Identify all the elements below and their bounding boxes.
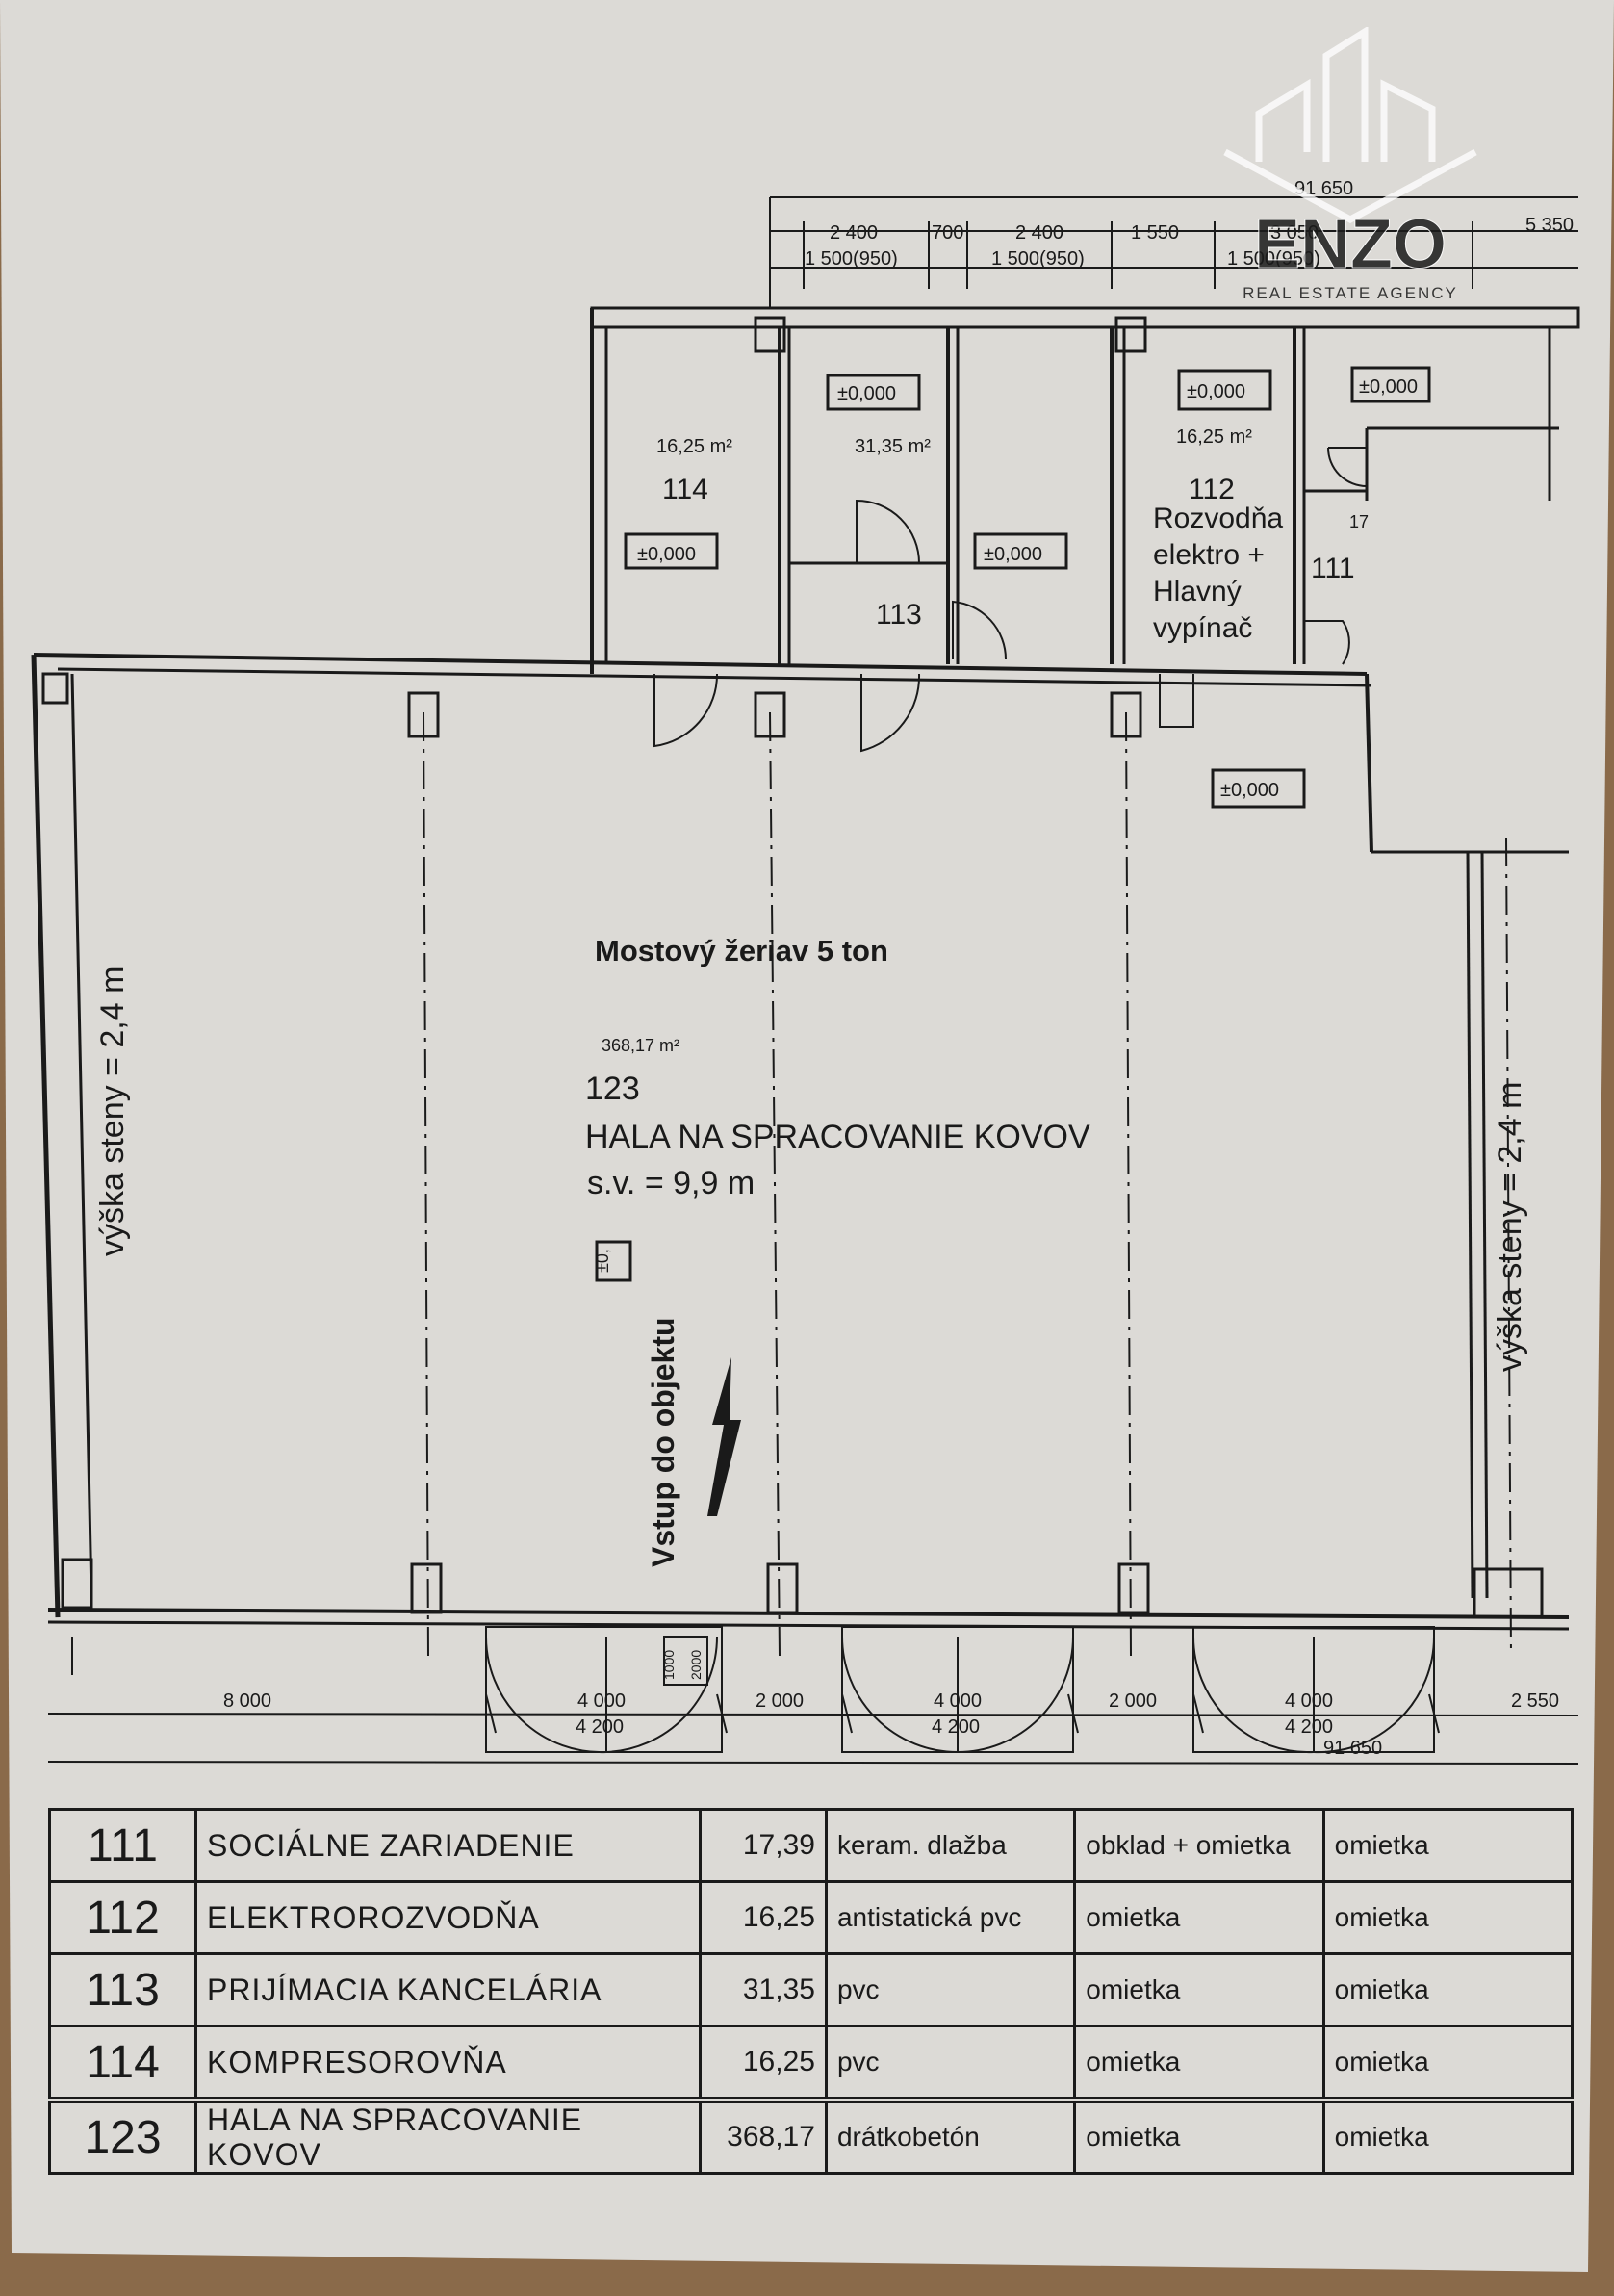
dim-top-3: 700 [932, 222, 963, 244]
row-floor: pvc [824, 2025, 1077, 2102]
row-name: ELEKTROROZVODŇA [194, 1880, 703, 1955]
room-113-level: ±0,000 [837, 383, 896, 404]
row-number: 114 [47, 2025, 198, 2102]
room-111-level: ±0,000 [1359, 376, 1418, 398]
table-row: 113 PRIJÍMACIA KANCELÁRIA 31,35 pvc omie… [47, 1952, 1575, 2027]
hall-level: ±0,000 [1220, 780, 1279, 801]
dim-bottom-7: 2 000 [1109, 1690, 1157, 1712]
row-wall: omietka [1073, 1952, 1325, 2027]
room-112-number: 112 [1189, 474, 1235, 505]
row-number: 113 [47, 1952, 198, 2027]
dim-top-4: 2 400 [1015, 222, 1063, 244]
table-row: 111 SOCIÁLNE ZARIADENIE 17,39 keram. dla… [47, 1808, 1575, 1883]
row-ceiling: omietka [1321, 1880, 1575, 1955]
row-ceiling: omietka [1321, 2097, 1575, 2175]
row-floor: pvc [824, 1952, 1077, 2027]
room-111-number: 111 [1311, 553, 1355, 584]
row-ceiling: omietka [1321, 1952, 1575, 2027]
dim-door-2: 2000 [688, 1650, 704, 1680]
row-wall: omietka [1073, 2097, 1325, 2175]
room-113-area: 31,35 m² [855, 436, 931, 457]
logo-name: ENZO [1254, 206, 1447, 283]
dim-bottom-5: 4 000 [934, 1690, 982, 1712]
enzo-logo: ENZO REAL ESTATE AGENCY [1223, 27, 1477, 302]
dim-top-1: 2 400 [830, 222, 878, 244]
logo-tagline: REAL ESTATE AGENCY [1243, 284, 1458, 302]
row-number: 112 [47, 1880, 198, 1955]
room-112-desc-1: Rozvodňa [1153, 503, 1283, 534]
row-area: 31,35 [699, 1952, 828, 2027]
hall-level-partial: ±0, [593, 1249, 612, 1273]
room-114-area: 16,25 m² [656, 436, 732, 457]
room-114-number: 114 [662, 474, 708, 505]
row-floor: keram. dlažba [824, 1808, 1077, 1883]
row-area: 368,17 [699, 2097, 828, 2175]
room-112-desc-2: elektro + [1153, 539, 1265, 571]
table-row: 114 KOMPRESOROVŇA 16,25 pvc omietka omie… [47, 2025, 1575, 2102]
room-111-tag: 17 [1349, 512, 1369, 531]
dim-bottom-4: 2 000 [756, 1690, 804, 1712]
room-113-number: 113 [876, 599, 922, 631]
row-number: 123 [47, 2097, 198, 2175]
dim-bottom-8: 4 000 [1285, 1690, 1333, 1712]
row-area: 16,25 [699, 1880, 828, 1955]
dim-bottom-9: 4 200 [1285, 1716, 1333, 1738]
row-name: KOMPRESOROVŇA [194, 2025, 703, 2102]
dim-top-7: 3 050 [1270, 222, 1319, 244]
row-area: 16,25 [699, 2025, 828, 2102]
dim-top-9: 5 350 [1525, 215, 1574, 236]
dim-total-bottom: 91 650 [1323, 1738, 1382, 1759]
row-wall: omietka [1073, 1880, 1325, 1955]
row-name: SOCIÁLNE ZARIADENIE [194, 1808, 703, 1883]
room-112-level: ±0,000 [1187, 381, 1245, 402]
dim-bottom-3: 4 200 [576, 1716, 624, 1738]
row-number: 111 [47, 1808, 198, 1883]
row-name: HALA NA SPRACOVANIE KOVOV [194, 2097, 703, 2175]
row-floor: drátkobetón [824, 2097, 1077, 2175]
room-112-desc-3: Hlavný [1153, 576, 1242, 607]
entrance-arrow-icon [707, 1357, 741, 1516]
table-row: 123 HALA NA SPRACOVANIE KOVOV 368,17 drá… [47, 2097, 1575, 2175]
dim-bottom-1: 8 000 [223, 1690, 271, 1712]
table-row: 112 ELEKTROROZVODŇA 16,25 antistatická p… [47, 1880, 1575, 1955]
row-wall: omietka [1073, 2025, 1325, 2102]
dim-top-8: 1 500(950) [1227, 248, 1320, 270]
hall-number: 123 [585, 1071, 640, 1107]
hall-name: HALA NA SPRACOVANIE KOVOV [585, 1119, 1090, 1155]
room-112-desc-4: vypínač [1153, 612, 1252, 644]
dim-top-2: 1 500(950) [805, 248, 898, 270]
dim-bottom-2: 4 000 [577, 1690, 626, 1712]
row-floor: antistatická pvc [824, 1880, 1077, 1955]
row-name: PRIJÍMACIA KANCELÁRIA [194, 1952, 703, 2027]
row-ceiling: omietka [1321, 2025, 1575, 2102]
entrance-label: Vstup do objektu [646, 1317, 680, 1567]
dim-top-6: 1 550 [1131, 222, 1179, 244]
right-wall-height: výška steny = 2,4 m [1492, 1082, 1528, 1372]
left-wall-height: výška steny = 2,4 m [94, 967, 131, 1256]
hall-crane: Mostový žeriav 5 ton [595, 934, 888, 967]
row-ceiling: omietka [1321, 1808, 1575, 1883]
row-wall: obklad + omietka [1073, 1808, 1325, 1883]
row-area: 17,39 [699, 1808, 828, 1883]
dim-bottom-10: 2 550 [1511, 1690, 1559, 1712]
hall-height: s.v. = 9,9 m [587, 1165, 755, 1201]
room-table: 111 SOCIÁLNE ZARIADENIE 17,39 keram. dla… [47, 1808, 1575, 2175]
hall-area: 368,17 m² [602, 1036, 679, 1055]
dim-top-5: 1 500(950) [991, 248, 1085, 270]
room-112-area: 16,25 m² [1176, 426, 1252, 448]
dim-bottom-6: 4 200 [932, 1716, 980, 1738]
room-113-level-2: ±0,000 [984, 544, 1042, 565]
room-114-level: ±0,000 [637, 544, 696, 565]
dim-door-1: 1000 [661, 1650, 677, 1680]
